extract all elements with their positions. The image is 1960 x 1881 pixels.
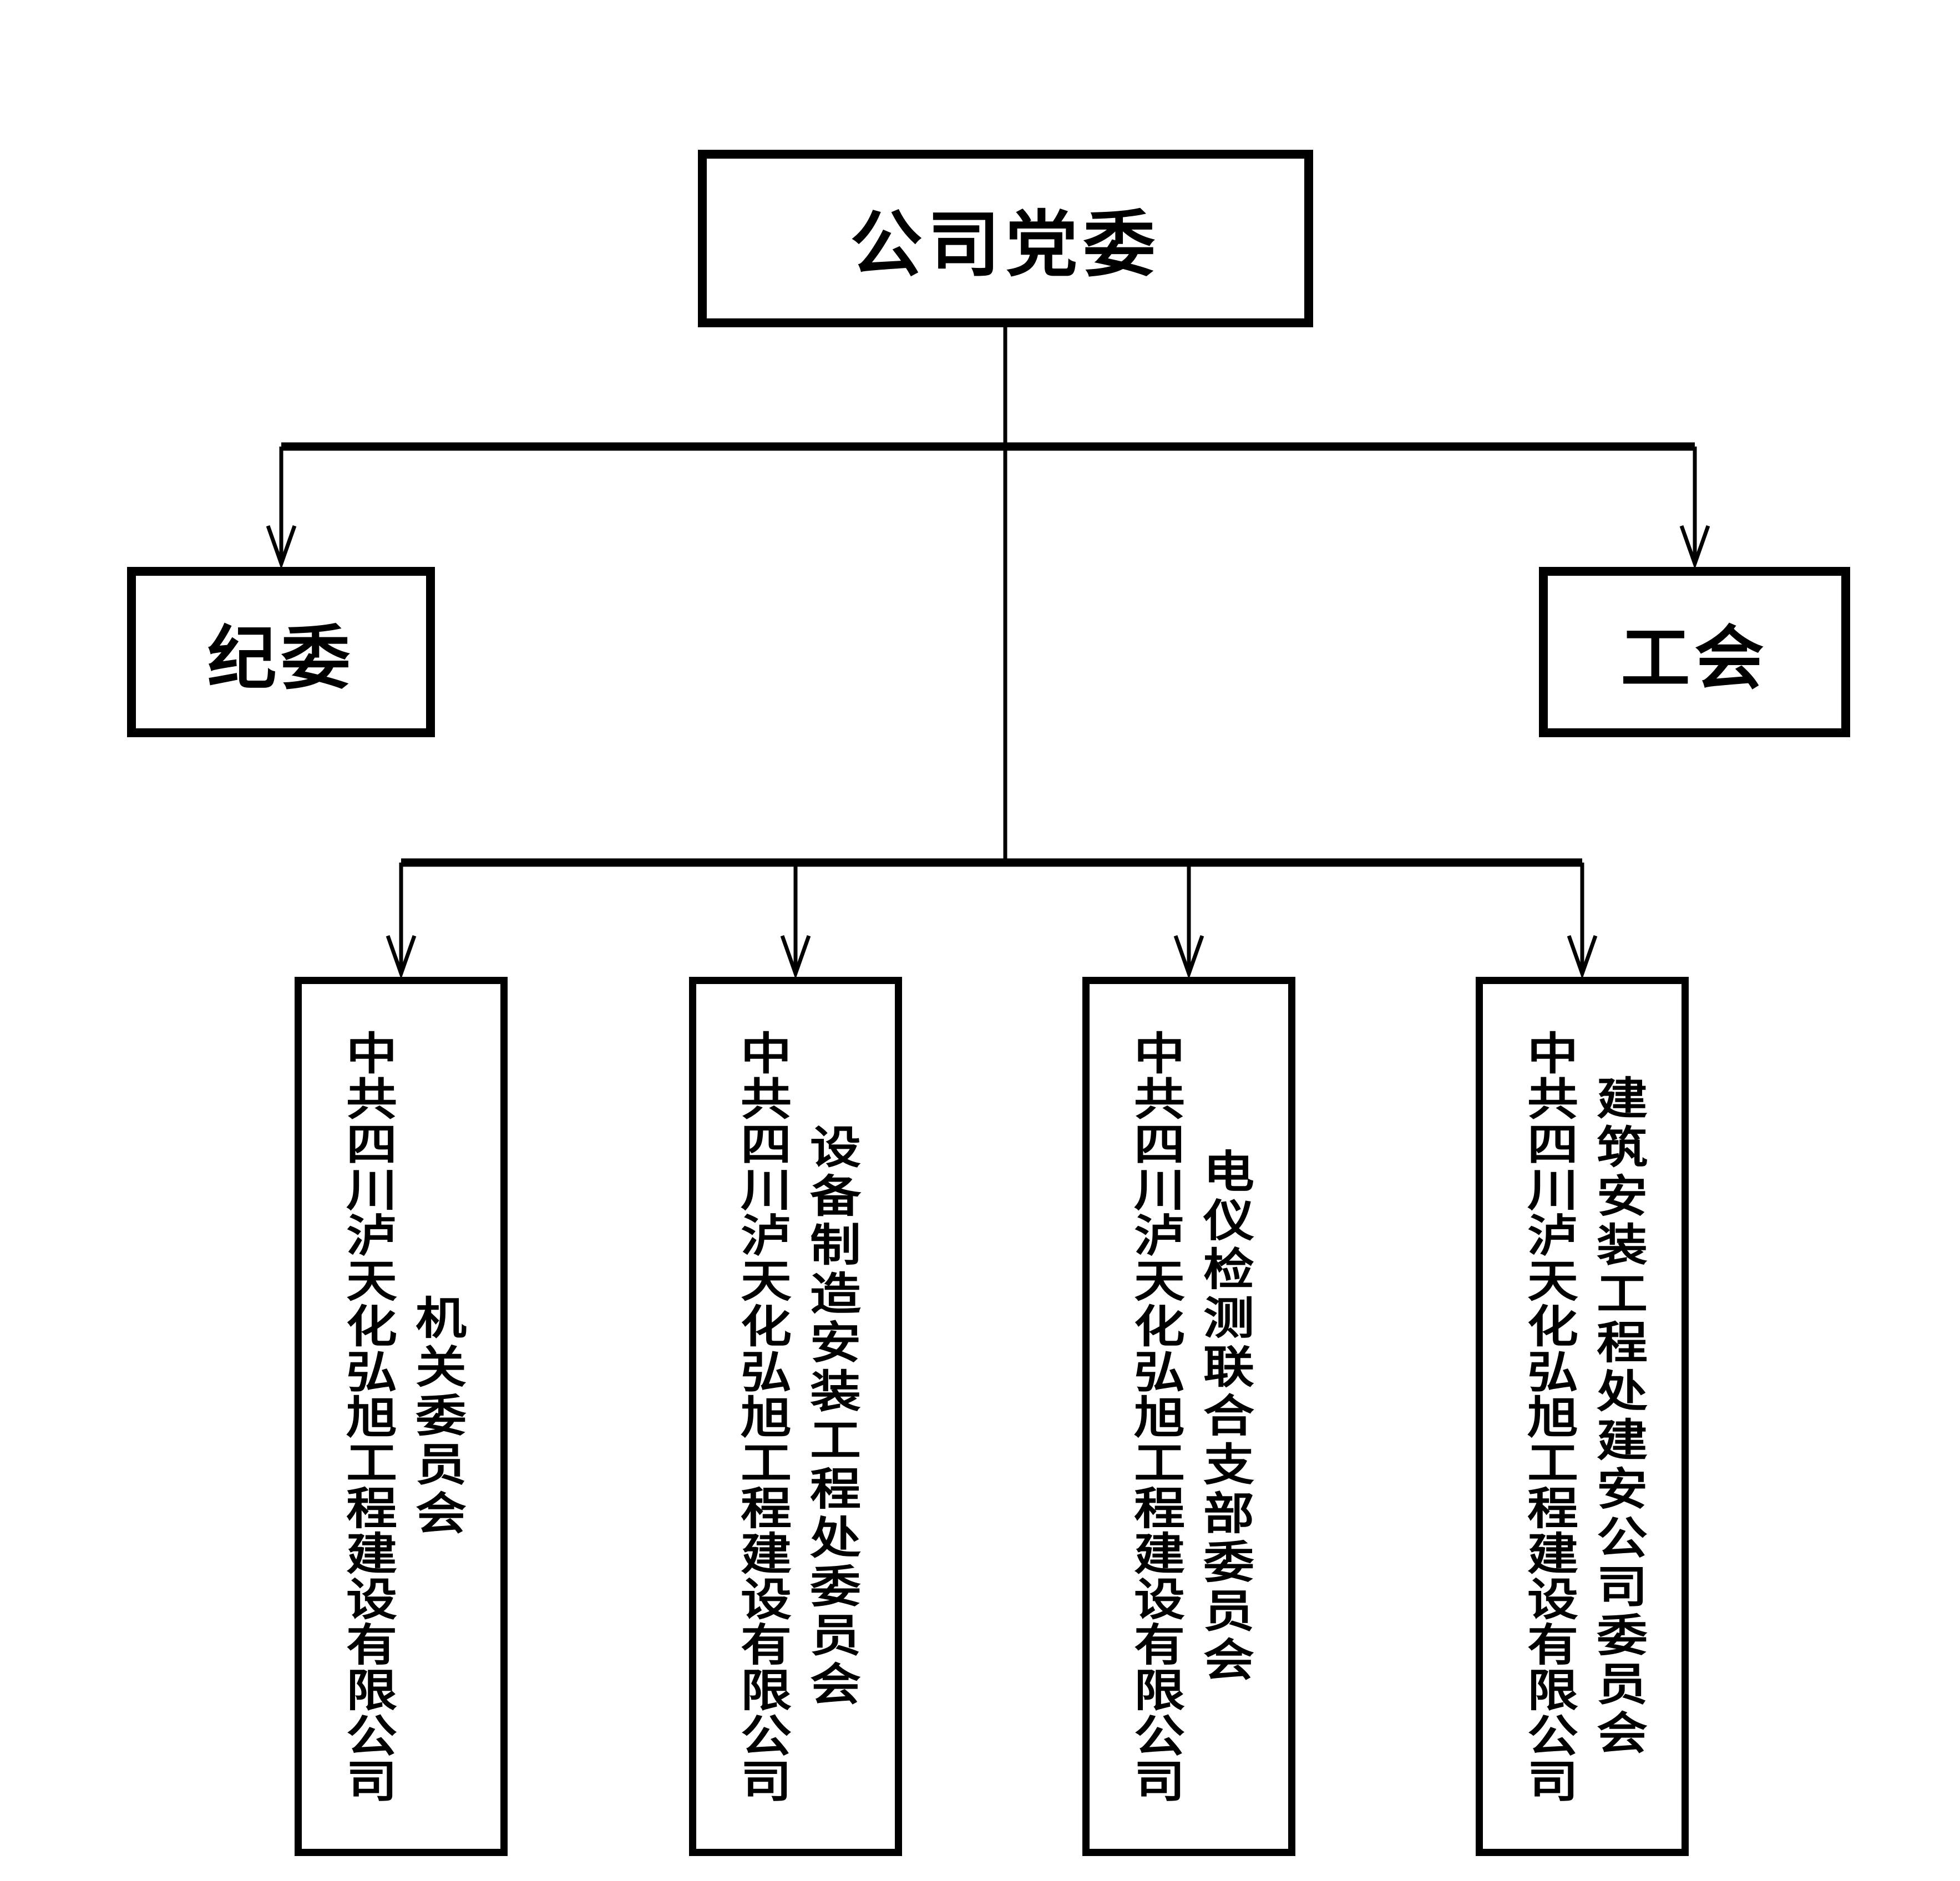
arrow-to-branch-1 <box>386 863 417 980</box>
discipline-commission-label: 纪委 <box>207 620 355 697</box>
arrow-to-discipline-commission <box>266 447 297 570</box>
arrow-to-branch-3 <box>1173 863 1204 980</box>
company-name-text: 中共四川泸天化弘旭工程建设有限公司 <box>1127 1030 1184 1803</box>
party-committee-label: 公司党委 <box>850 204 1161 285</box>
arrow-to-branch-4 <box>1567 863 1598 980</box>
committee-name-text: 建筑安装工程处建安公司委员会 <box>1589 1074 1647 1758</box>
company-name-text: 中共四川泸天化弘旭工程建设有限公司 <box>733 1030 791 1803</box>
arrow-to-labor-union <box>1679 447 1710 570</box>
discipline-commission-box: 纪委 <box>127 567 435 737</box>
labor-union-label: 工会 <box>1620 620 1769 697</box>
company-name-text: 中共四川泸天化弘旭工程建设有限公司 <box>1520 1030 1577 1803</box>
party-committee-box: 公司党委 <box>698 150 1313 327</box>
labor-union-box: 工会 <box>1539 567 1850 737</box>
branch-committee-box-4: 中共四川泸天化弘旭工程建设有限公司 建筑安装工程处建安公司委员会 <box>1476 977 1689 1856</box>
committee-name-text: 机关委员会 <box>408 1294 466 1539</box>
branch-committee-box-3: 中共四川泸天化弘旭工程建设有限公司 电仪检测联合支部委员会 <box>1082 977 1295 1856</box>
committee-name-text: 设备制造安装工程处委员会 <box>803 1123 860 1710</box>
branch-committee-box-1: 中共四川泸天化弘旭工程建设有限公司 机关委员会 <box>295 977 508 1856</box>
committee-name-text: 电仪检测联合支部委员会 <box>1196 1148 1254 1685</box>
company-name-text: 中共四川泸天化弘旭工程建设有限公司 <box>339 1030 396 1803</box>
arrow-to-branch-2 <box>780 863 811 980</box>
branch-committee-box-2: 中共四川泸天化弘旭工程建设有限公司 设备制造安装工程处委员会 <box>689 977 902 1856</box>
